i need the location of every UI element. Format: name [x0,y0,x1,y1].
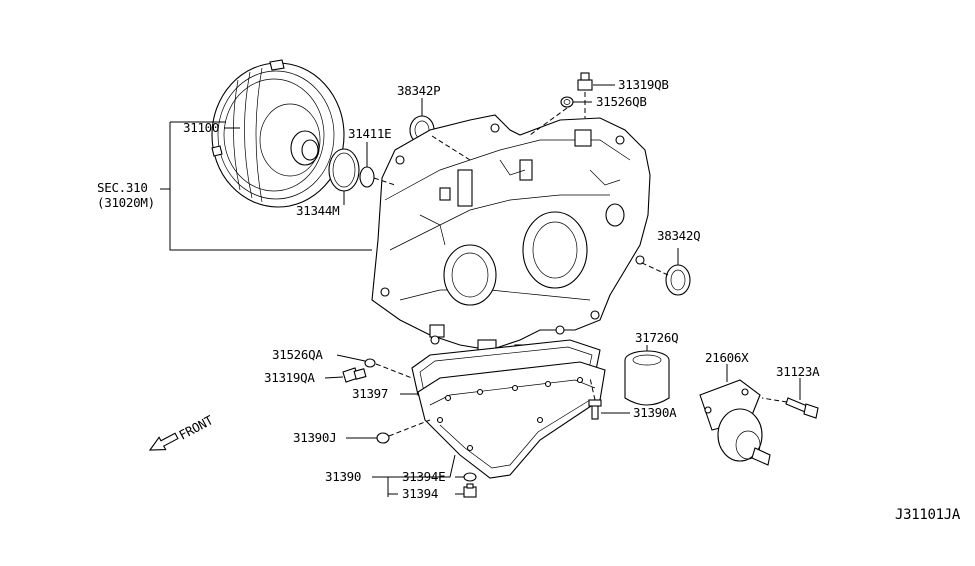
filter-31726q [624,350,670,406]
label-31394e: 31394E [402,469,445,484]
label-31726q: 31726Q [635,330,678,345]
label-38342p: 38342P [397,83,440,98]
label-31526qa: 31526QA [272,347,323,362]
washer-31526qa [364,358,376,368]
label-31394: 31394 [402,486,438,501]
drain-plug-31394 [463,483,477,498]
diagram-id: J31101JA [895,507,961,523]
front-label: FRONT [176,412,216,443]
ring-31411e [359,166,375,188]
label-31397: 31397 [352,386,388,401]
label-31411e: 31411E [348,126,391,141]
seal-38342q [665,264,691,296]
label-38342q: 38342Q [657,228,700,243]
washer-31526qb [560,96,574,108]
plug-31319qa [342,367,367,383]
transmission-case [371,114,651,377]
label-31390: 31390 [325,469,361,484]
label-31100: 31100 [183,120,219,135]
label-31319qb: 31319QB [618,77,669,92]
plug-31319qb [577,72,593,91]
label-31390j: 31390J [293,430,336,445]
bolt-31123a [785,397,819,419]
label-sec310: SEC.310 [97,180,148,195]
label-31344m: 31344M [296,203,339,218]
leader-lines [160,84,801,497]
magnet-31390j [376,432,390,444]
label-31319qa: 31319QA [264,370,315,385]
label-31020m: (31020M) [97,195,155,210]
label-31526qb: 31526QB [596,94,647,109]
label-31123a: 31123A [776,364,820,379]
oil-pan-31390 [417,361,606,479]
bolt-31390a [588,399,602,420]
drain-washer-31394e [463,472,477,482]
label-21606x: 21606X [705,350,749,365]
torque-converter [211,59,345,208]
label-31390a: 31390A [633,405,677,420]
front-arrow [148,432,179,451]
solenoid-21606x [699,379,771,466]
seal-31344m [328,148,360,192]
